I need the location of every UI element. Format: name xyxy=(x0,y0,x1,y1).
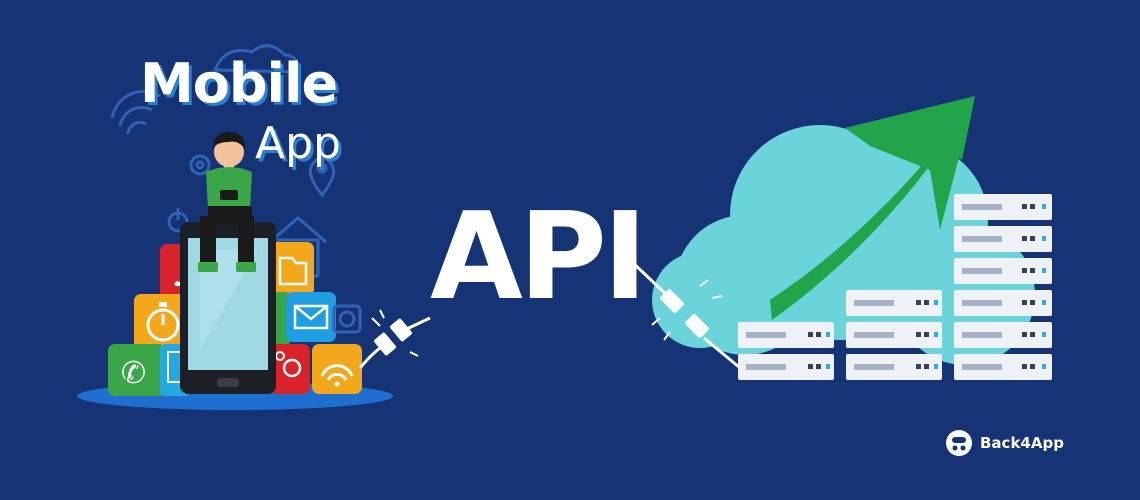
headline-app: App xyxy=(255,118,341,169)
smartphone xyxy=(180,222,276,394)
camera-icon xyxy=(332,304,362,334)
person-figure xyxy=(198,131,256,272)
signal-app-tile xyxy=(312,344,362,394)
svg-text:✆: ✆ xyxy=(121,356,146,391)
back4app-logo-icon xyxy=(946,430,972,456)
gear-icon xyxy=(189,154,211,176)
power-icon xyxy=(167,208,189,233)
brand-logo[interactable]: Back4App xyxy=(944,428,1064,458)
mail-app-tile xyxy=(286,292,336,342)
stopwatch-app-tile xyxy=(134,294,192,352)
folder-app-tile xyxy=(270,242,314,296)
api-label: API xyxy=(430,188,647,327)
wifi-icon xyxy=(110,89,161,135)
cloud-outline-icon xyxy=(212,44,300,74)
brand-name: Back4App xyxy=(980,434,1064,452)
plug-icon xyxy=(358,309,431,369)
location-pin-icon xyxy=(308,156,336,198)
headline-mobile: Mobile xyxy=(140,52,338,115)
growth-arrow-icon xyxy=(770,96,975,320)
phone-app-tile: ✆ xyxy=(108,344,166,396)
server-rack-icon xyxy=(738,194,1052,380)
